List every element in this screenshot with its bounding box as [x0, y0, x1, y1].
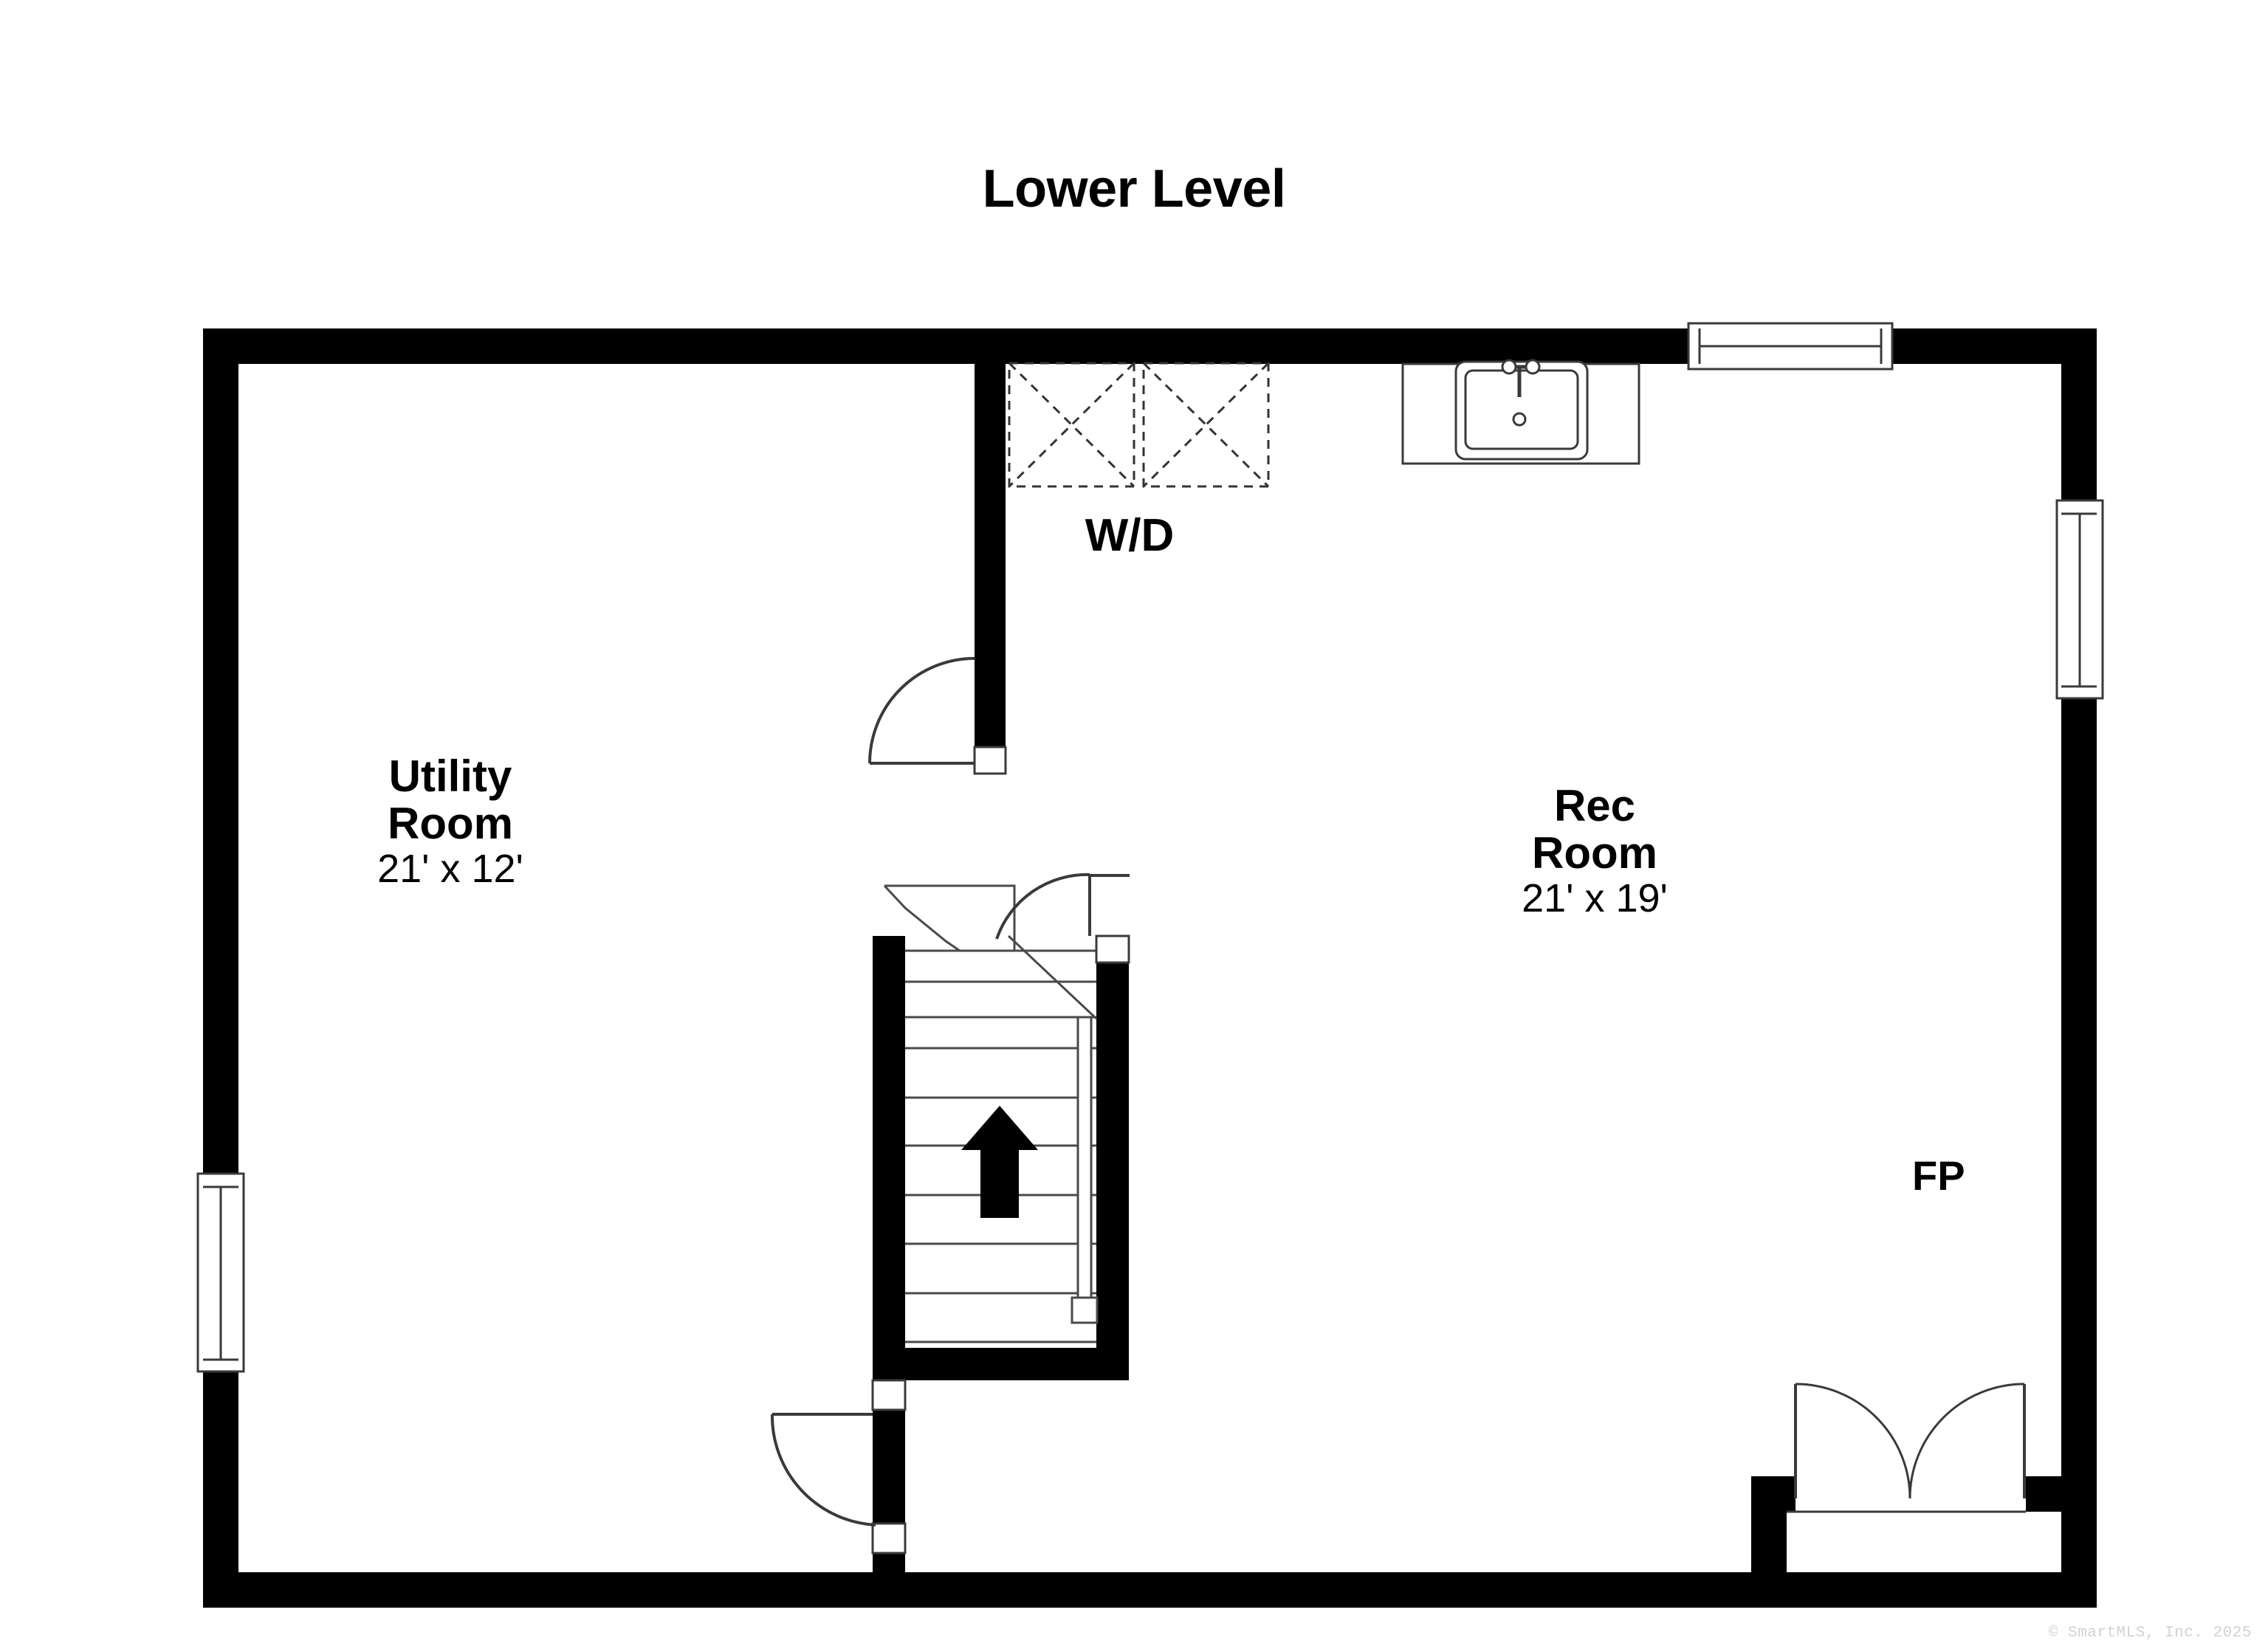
door-utility-to-rec-arc2	[870, 749, 975, 763]
room-name: Rec Room	[1532, 781, 1657, 878]
staircase	[883, 884, 1099, 1348]
fireplace-label: FP	[1912, 1152, 1965, 1199]
utility-sink	[1401, 359, 1640, 465]
stair-up-arrow	[961, 1106, 1038, 1218]
exterior-walls	[203, 328, 2097, 1608]
window-east	[2055, 499, 2104, 700]
patio-alcove-walls	[1751, 1476, 2097, 1572]
washer-dryer-label: W/D	[1085, 510, 1175, 561]
room-dimensions: 21' x 12'	[377, 847, 523, 892]
room-label-utility-room: Utility Room 21' x 12'	[303, 753, 598, 890]
washer-dryer-symbol	[1008, 362, 1270, 488]
room-label-rec-room: Rec Room 21' x 19'	[1329, 782, 1860, 920]
interior-walls	[873, 328, 1129, 1588]
room-dimensions: 21' x 19'	[1522, 876, 1668, 921]
door-stair-landing	[995, 872, 1130, 964]
door-utility-to-rec	[868, 657, 1007, 775]
window-north	[1687, 322, 1894, 371]
room-name: Utility Room	[388, 751, 513, 848]
page-title: Lower Level	[982, 159, 1286, 218]
door-patio-double	[1794, 1383, 2026, 1499]
door-utility-south	[770, 1379, 907, 1555]
window-west	[196, 1172, 245, 1373]
copyright-notice: © SmartMLS, Inc. 2025	[2048, 1625, 2252, 1642]
